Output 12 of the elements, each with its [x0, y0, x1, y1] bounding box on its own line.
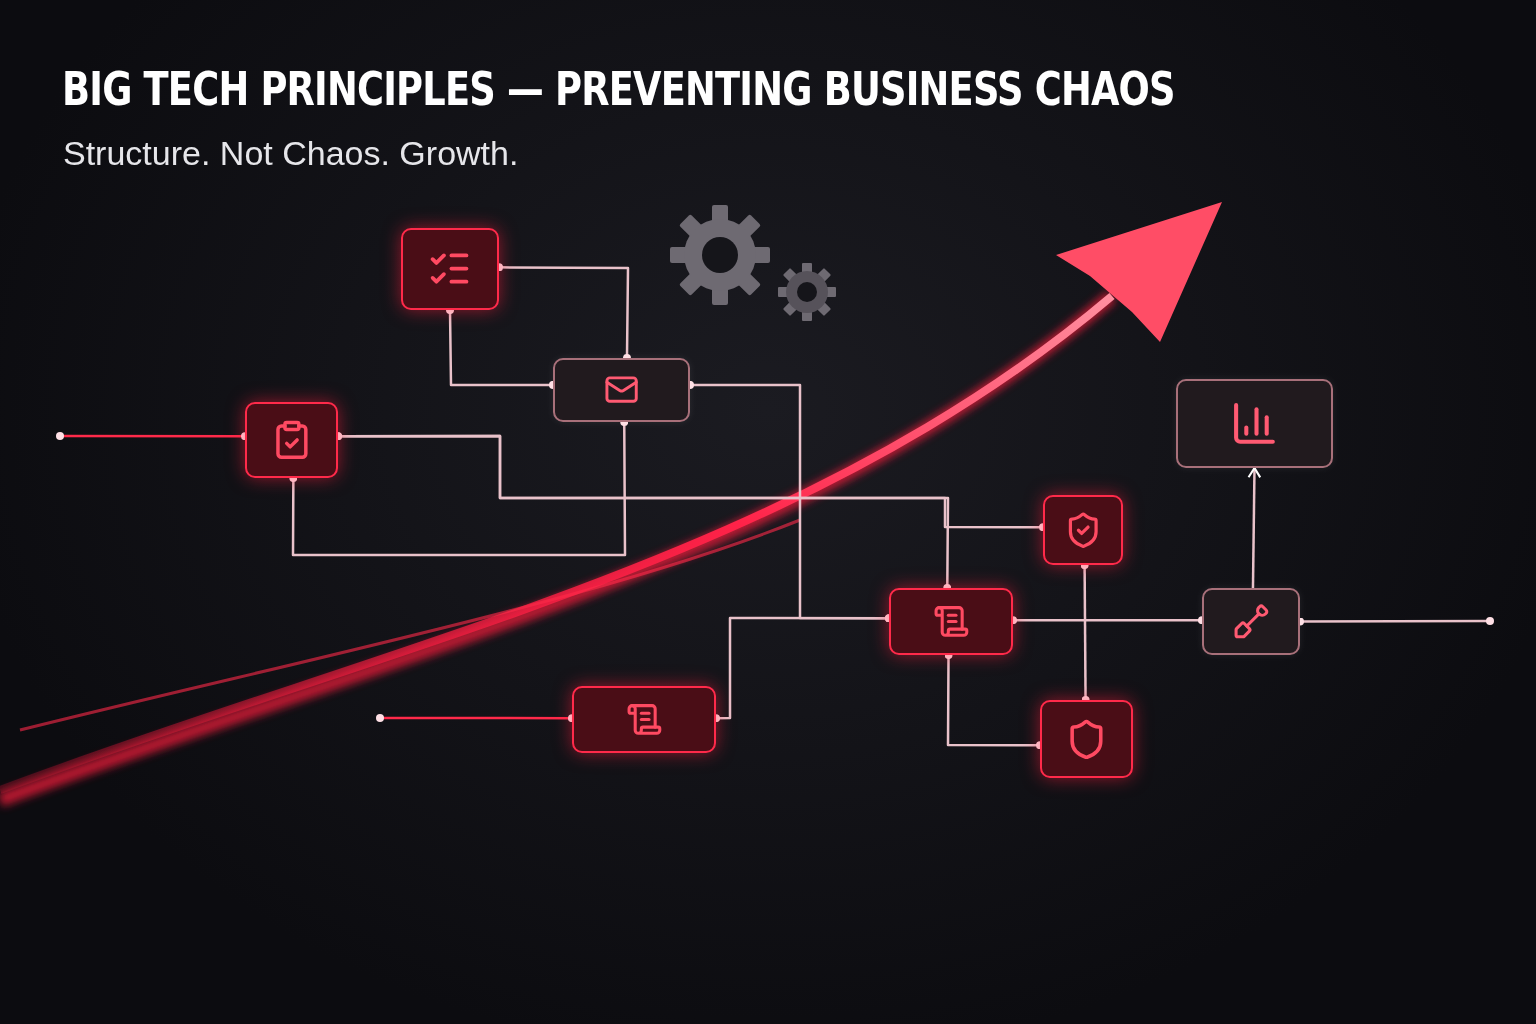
connector-line — [1247, 466, 1262, 588]
icon-card — [1176, 379, 1333, 468]
icon-card — [1202, 588, 1300, 655]
icon-card — [553, 358, 690, 422]
icon-card — [245, 402, 338, 478]
icon-card — [572, 686, 716, 753]
icon-card — [1043, 495, 1123, 565]
subtitle: Structure. Not Chaos. Growth. — [63, 134, 519, 173]
icon-card — [889, 588, 1013, 655]
icon-card — [1040, 700, 1133, 778]
icon-card — [401, 228, 499, 310]
title: BIG TECH PRINCIPLES — PREVENTING BUSINESS CHAOS — [62, 62, 1175, 116]
